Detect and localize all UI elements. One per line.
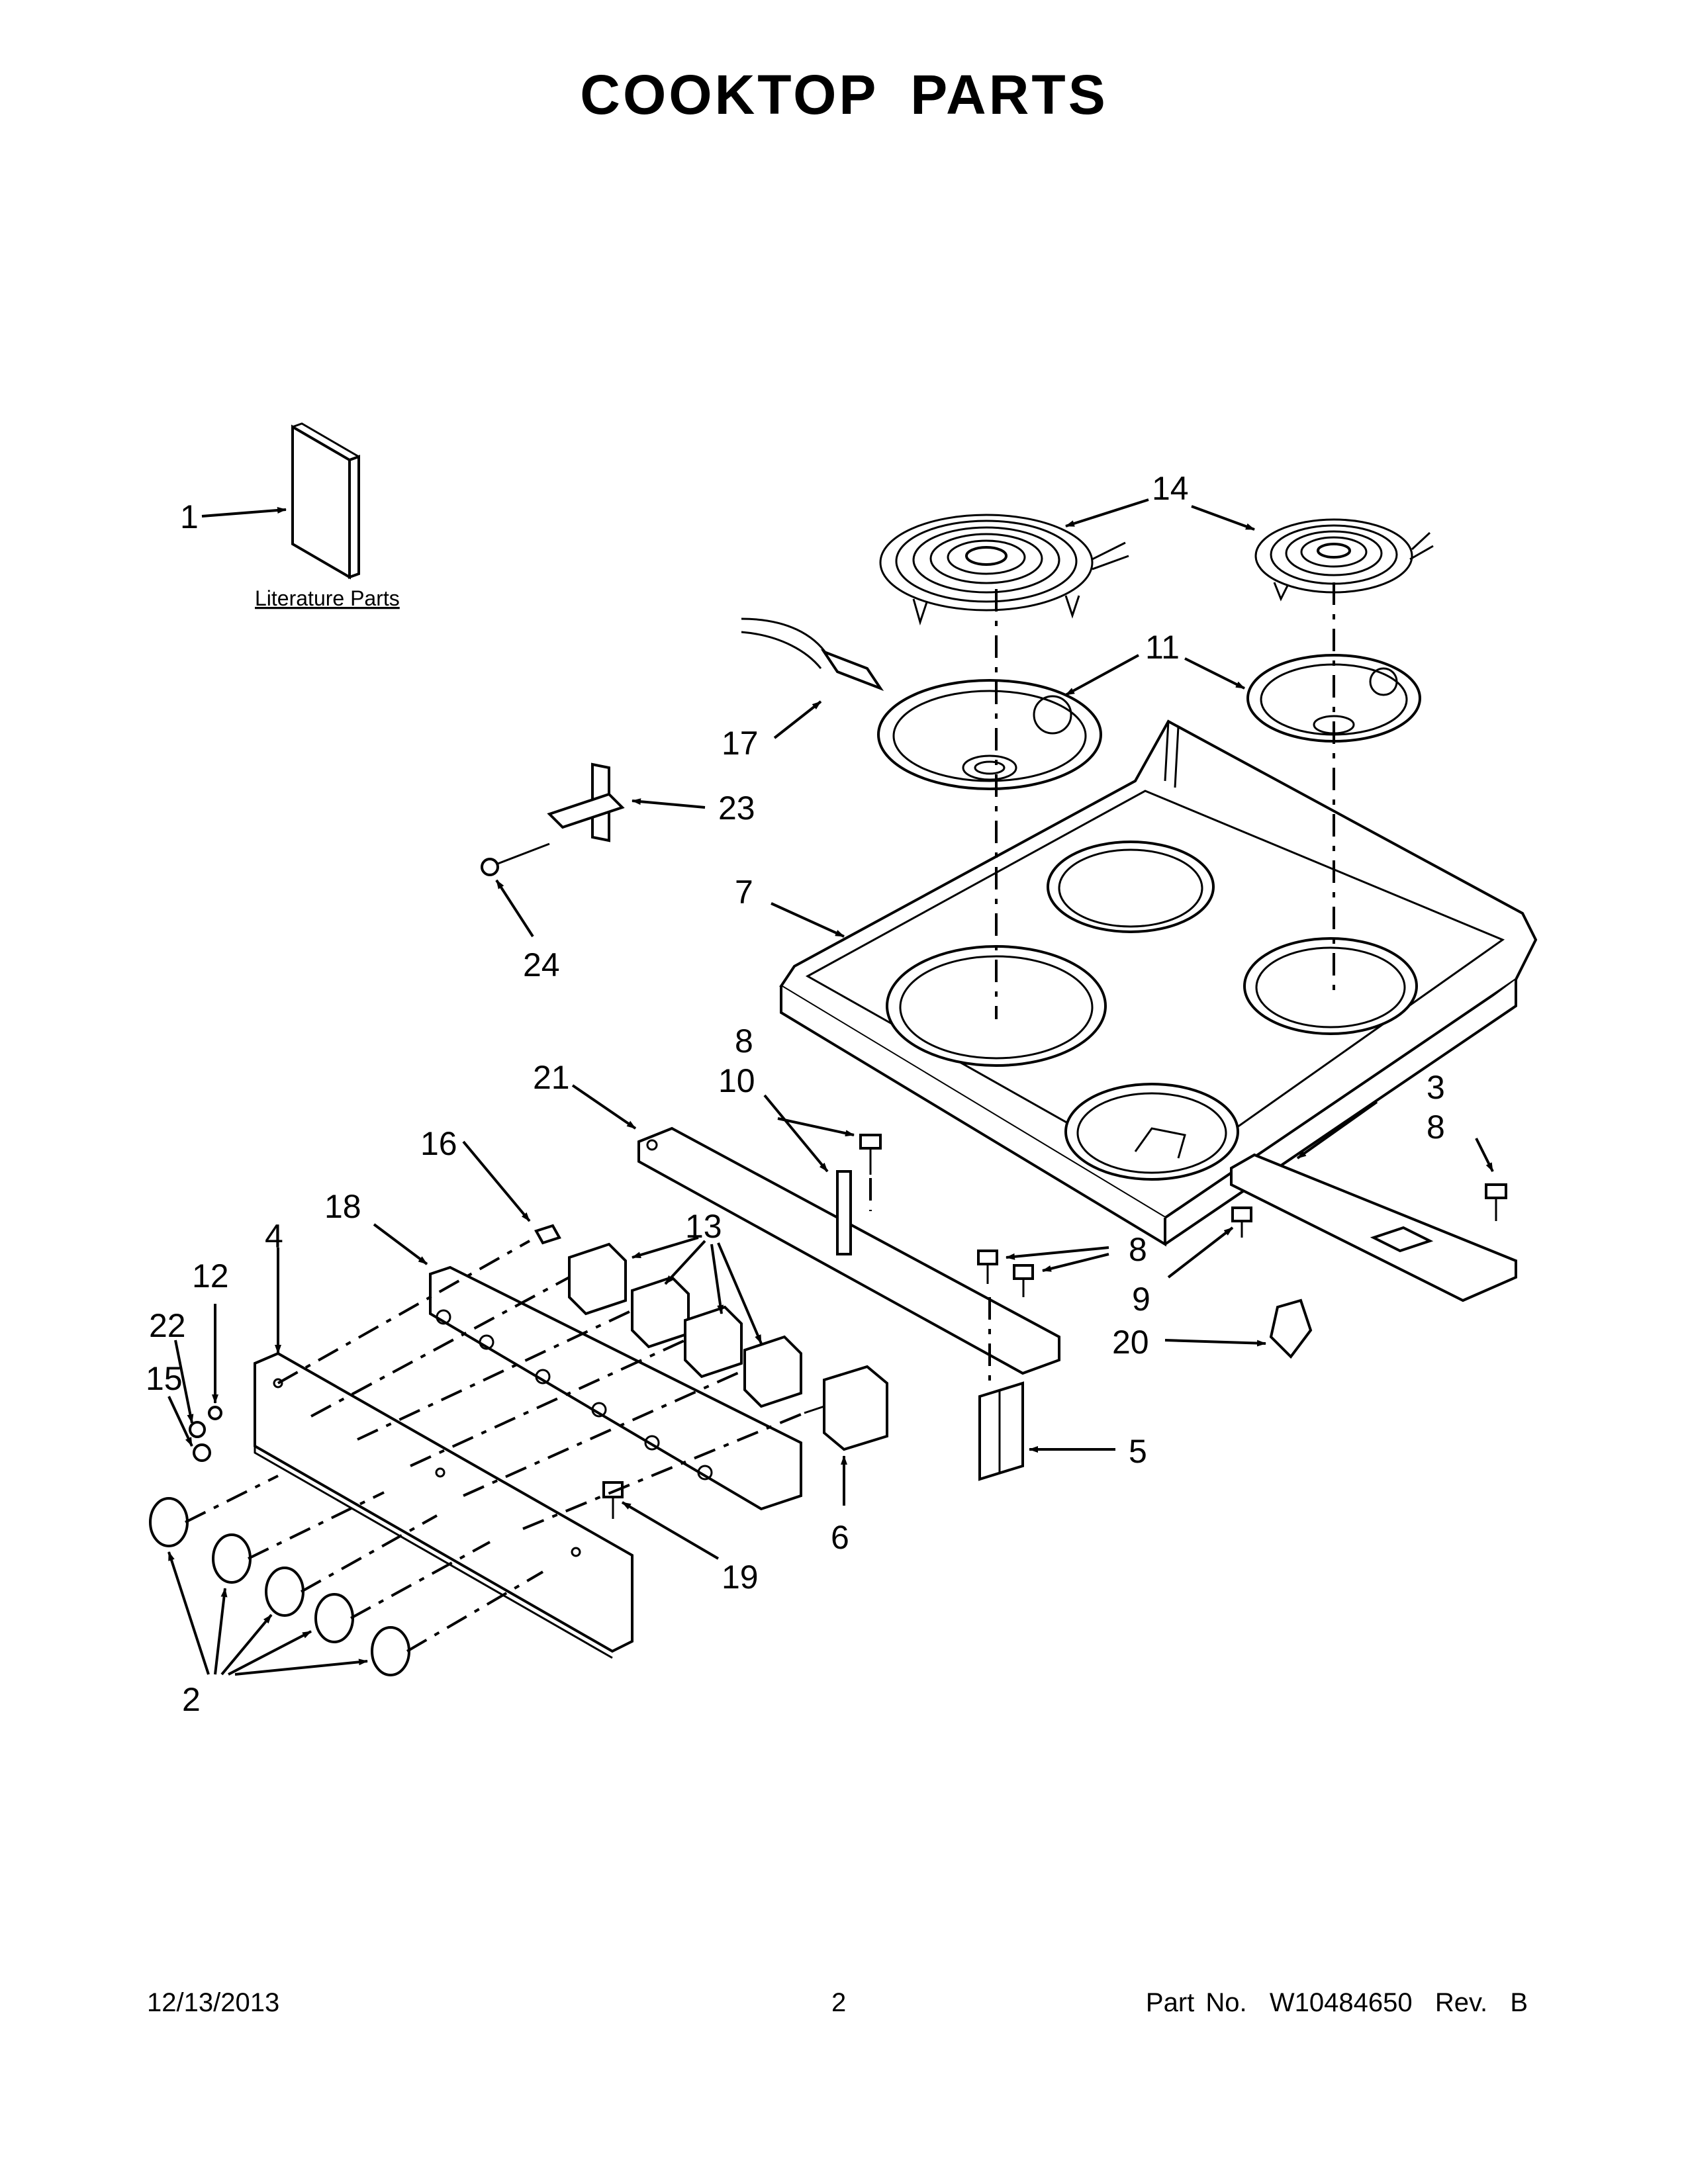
control-panel-rear	[429, 1265, 802, 1511]
callout-3: 3	[1427, 1069, 1445, 1106]
infinite-switches	[568, 1242, 802, 1408]
callout-24: 24	[523, 946, 560, 983]
page-title: COOKTOP PARTS	[580, 64, 1108, 126]
rear-bracket	[1230, 1153, 1517, 1302]
callout-21: 21	[533, 1059, 570, 1096]
selector-switch	[804, 1365, 888, 1451]
screw-8a	[859, 1134, 882, 1175]
surface-element-large	[879, 514, 1129, 626]
wiring-harness	[741, 617, 884, 692]
callout-6: 6	[831, 1519, 849, 1556]
callout-8a: 8	[735, 1023, 753, 1060]
indicator-light	[534, 1224, 561, 1245]
screw-19	[602, 1481, 624, 1519]
callout-17: 17	[722, 725, 759, 762]
small-fasteners	[189, 1406, 222, 1462]
screw-9	[1231, 1206, 1252, 1238]
callout-arrows	[167, 498, 1494, 1676]
bracket	[547, 762, 625, 842]
footer-part-number: Part No. W10484650 Rev. B	[1145, 1988, 1528, 2017]
screw-terminal	[481, 842, 550, 876]
callout-13: 13	[685, 1208, 722, 1245]
screw-8c	[1485, 1183, 1507, 1221]
callout-20: 20	[1112, 1324, 1149, 1361]
callout-4: 4	[265, 1218, 283, 1255]
clip	[836, 1170, 852, 1255]
callout-8c: 8	[1427, 1109, 1445, 1146]
callout-2: 2	[182, 1681, 201, 1718]
callout-18: 18	[324, 1188, 361, 1225]
support-leg	[978, 1381, 1024, 1481]
drip-bowl-large	[877, 679, 1102, 790]
footer-page-number: 2	[831, 1988, 847, 2017]
callout-7: 7	[735, 874, 753, 911]
control-knobs	[149, 1497, 410, 1676]
callout-19: 19	[722, 1559, 759, 1596]
callout-12: 12	[192, 1257, 229, 1295]
callout-14: 14	[1152, 470, 1189, 507]
footer-date: 12/13/2013	[147, 1988, 280, 2017]
callout-22: 22	[149, 1307, 186, 1344]
literature-parts-caption: Literature Parts	[255, 586, 400, 610]
callout-8b: 8	[1129, 1231, 1147, 1268]
callout-16: 16	[420, 1125, 457, 1162]
cooktop-main-top	[779, 719, 1538, 1247]
wire-clip	[1269, 1298, 1313, 1359]
callout-11: 11	[1145, 629, 1180, 666]
literature-booklet	[291, 422, 360, 580]
callout-1: 1	[180, 498, 199, 535]
callout-10: 10	[718, 1062, 755, 1099]
callout-23: 23	[718, 790, 755, 827]
screws-8b	[977, 1250, 1034, 1297]
assembly-dashed-lines	[185, 1240, 805, 1653]
surface-element-small	[1254, 518, 1434, 602]
callout-5: 5	[1129, 1433, 1147, 1470]
callout-15: 15	[146, 1360, 183, 1397]
callout-9: 9	[1132, 1281, 1150, 1318]
